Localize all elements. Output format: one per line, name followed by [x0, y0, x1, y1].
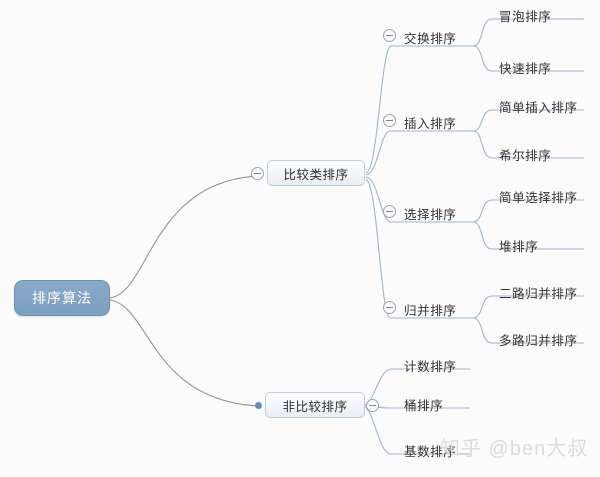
node-noncomparison-sorting-label: 非比较排序: [282, 399, 348, 414]
node-merge-sorting[interactable]: 归并排序: [404, 304, 457, 318]
leaf-shell-sort[interactable]: 希尔排序: [499, 149, 552, 163]
collapse-toggle-merge[interactable]: [383, 301, 396, 314]
collapse-toggle-insertion[interactable]: [383, 114, 396, 127]
leaf-two-way-merge-sort[interactable]: 二路归并排序: [499, 287, 578, 301]
leaf-quick-sort[interactable]: 快速排序: [499, 62, 552, 76]
leaf-bubble-sort[interactable]: 冒泡排序: [499, 10, 552, 24]
node-comparison-sorting-label: 比较类排序: [283, 167, 349, 182]
leaf-bucket-sort[interactable]: 桶排序: [404, 399, 444, 413]
node-insertion-sorting[interactable]: 插入排序: [404, 117, 457, 131]
collapse-toggle-comparison[interactable]: [251, 167, 264, 180]
leaf-multi-way-merge-sort[interactable]: 多路归并排序: [499, 334, 578, 348]
node-selection-sorting[interactable]: 选择排序: [404, 208, 457, 222]
collapse-toggle-selection[interactable]: [383, 205, 396, 218]
watermark: 知乎 @ben大叔: [440, 438, 589, 460]
node-exchange-sorting[interactable]: 交换排序: [404, 32, 457, 46]
collapse-toggle-noncomparison[interactable]: [366, 399, 379, 412]
branch-dot-noncomparison[interactable]: [255, 402, 262, 409]
root-node[interactable]: 排序算法: [14, 280, 110, 316]
leaf-heap-sort[interactable]: 堆排序: [499, 240, 539, 254]
leaf-radix-sort[interactable]: 基数排序: [404, 445, 457, 459]
collapse-toggle-exchange[interactable]: [383, 29, 396, 42]
node-noncomparison-sorting[interactable]: 非比较排序: [265, 392, 365, 418]
leaf-simple-selection-sort[interactable]: 简单选择排序: [499, 191, 578, 205]
root-node-label: 排序算法: [32, 290, 92, 306]
node-comparison-sorting[interactable]: 比较类排序: [267, 160, 365, 186]
leaf-simple-insertion-sort[interactable]: 简单插入排序: [499, 101, 578, 115]
leaf-counting-sort[interactable]: 计数排序: [404, 360, 457, 374]
